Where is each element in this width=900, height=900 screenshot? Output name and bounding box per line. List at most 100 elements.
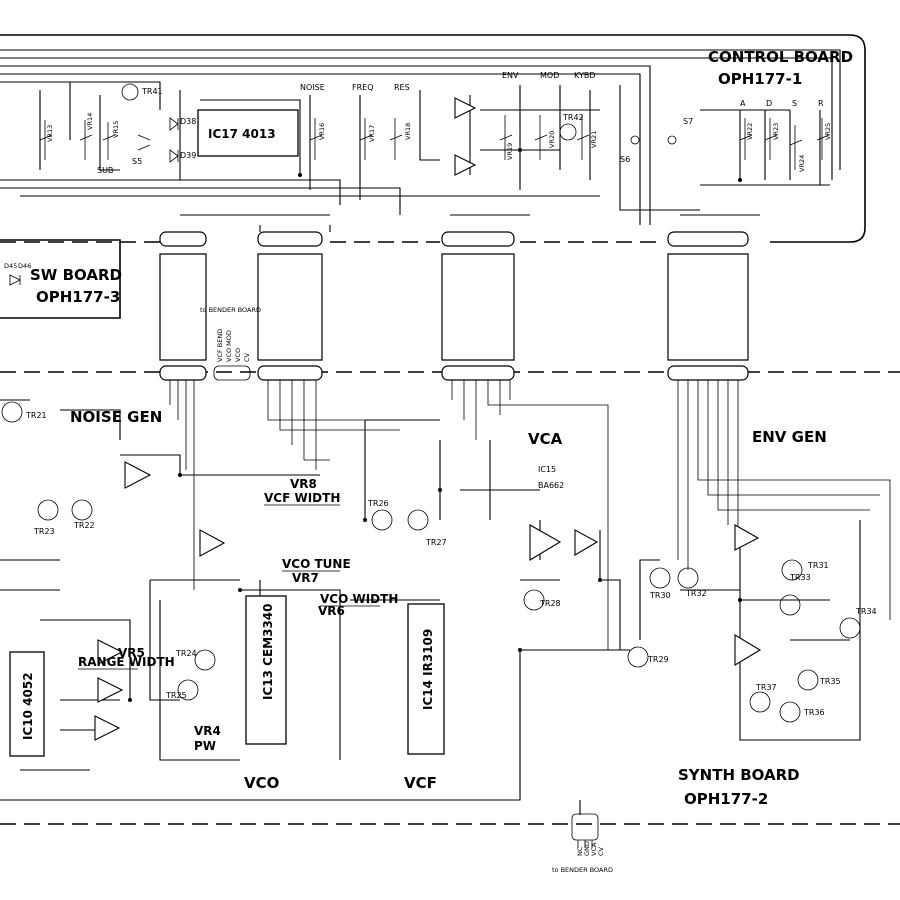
label-res: RES: [394, 83, 410, 92]
label-sustain: S: [792, 99, 797, 108]
junction-dots: [128, 148, 742, 702]
tr34-label: TR34: [855, 607, 877, 616]
bender-bottom-pin-gnd: GND: [583, 841, 591, 856]
label-release: R: [818, 99, 824, 108]
board-outlines: [0, 34, 900, 825]
bender-pin-vcf-bend: VCF BEND: [216, 329, 224, 362]
tr27-label: TR27: [425, 538, 447, 547]
control-opamps: [454, 97, 477, 176]
bender-bottom-pin-vca: VCA: [590, 842, 598, 856]
svg-text:VR20: VR20: [548, 131, 556, 148]
bender-pin-cv: CV: [243, 352, 251, 362]
pw-label: PW: [194, 739, 216, 753]
connector-3: [441, 231, 609, 650]
vr8-label: VR8: [290, 477, 317, 491]
sw-board-title: SW BOARD: [30, 266, 122, 284]
vca-title: VCA: [528, 430, 563, 448]
tr37-label: TR37: [755, 683, 777, 692]
ic15-label: IC15: [538, 465, 556, 474]
tr21-label: TR21: [25, 411, 47, 420]
bender-pin-vco-mod: VCO MOD: [225, 330, 233, 362]
svg-text:VR23: VR23: [772, 123, 780, 140]
bender-bottom-pin-nc: NC: [576, 846, 584, 856]
control-board-code: OPH177-1: [718, 70, 802, 88]
bender-bottom-pin-cv: CV: [597, 846, 605, 856]
tr32-label: TR32: [685, 589, 707, 598]
svg-text:VR13: VR13: [46, 125, 54, 142]
ic10-label: IC10 4052: [21, 672, 35, 740]
ic13-chip: [245, 595, 287, 745]
transistor-symbols: [1, 401, 861, 723]
vcf-width-label: VCF WIDTH: [264, 491, 340, 505]
svg-text:VR19: VR19: [506, 143, 514, 160]
label-kybd: KYBD: [574, 71, 596, 80]
vr5-label: VR5: [118, 646, 145, 660]
svg-text:D46: D46: [18, 262, 31, 270]
svg-text:VR16: VR16: [318, 123, 326, 140]
tr29-label: TR29: [647, 655, 669, 664]
vco-width-label: VCO WIDTH: [320, 592, 398, 606]
range-width-label: RANGE WIDTH: [78, 655, 175, 669]
ic13-label: IC13 CEM3340: [261, 604, 275, 701]
ic14-chip: [407, 603, 445, 755]
control-board-wiring: [0, 49, 841, 232]
svg-text:TR42: TR42: [562, 113, 584, 122]
env-gen-title: ENV GEN: [752, 428, 827, 446]
tr25-label: TR25: [165, 691, 187, 700]
sw-board-code: OPH177-3: [36, 288, 120, 306]
svg-text:VR15: VR15: [112, 121, 120, 138]
svg-text:D45: D45: [4, 262, 17, 270]
tr28-label: TR28: [539, 599, 561, 608]
ic15-block: [529, 524, 599, 561]
svg-text:VR25: VR25: [824, 123, 832, 140]
vr6-label: VR6: [318, 604, 345, 618]
svg-text:VR21: VR21: [590, 131, 598, 148]
svg-text:D38: D38: [180, 117, 196, 126]
bender-pin-vco: VCO: [234, 348, 242, 362]
synth-opamps: [94, 461, 762, 741]
ribbon-cables: [159, 231, 891, 650]
bender-connector-top: to BENDER BOARD VCF BEND VCO MOD VCO CV: [200, 306, 261, 381]
svg-text:VR17: VR17: [368, 125, 376, 142]
svg-text:S7: S7: [683, 117, 693, 126]
label-mod: MOD: [540, 71, 559, 80]
bender-top-title: to BENDER BOARD: [200, 306, 261, 314]
tr30-label: TR30: [649, 591, 671, 600]
ic17-label: IC17 4013: [208, 127, 276, 141]
tr22-label: TR22: [73, 521, 95, 530]
tr33-label: TR33: [789, 573, 811, 582]
noise-gen-title: NOISE GEN: [70, 408, 162, 426]
label-freq: FREQ: [352, 83, 374, 92]
ic17-chip: [197, 109, 299, 157]
tr35-label: TR35: [819, 677, 841, 686]
ic10-chip: [9, 651, 45, 757]
label-attack: A: [740, 99, 746, 108]
tr31-label: TR31: [807, 561, 829, 570]
vco-tune-label: VCO TUNE: [282, 557, 351, 571]
vco-title: VCO: [244, 774, 279, 792]
synth-board-code: OPH177-2: [684, 790, 768, 808]
svg-text:VR24: VR24: [798, 155, 806, 172]
svg-text:S5: S5: [132, 157, 142, 166]
connector-4: [667, 231, 891, 620]
control-parts: TR41 TR42 D38 D39 S5 SUB S6 S7 D45 D46: [4, 83, 693, 286]
synth-board-title: SYNTH BOARD: [678, 766, 800, 784]
svg-text:SUB: SUB: [97, 166, 113, 175]
label-decay: D: [766, 99, 772, 108]
control-board-title: CONTROL BOARD: [708, 48, 853, 66]
trimmer-labels: VR8 VCF WIDTH VCO TUNE VR7 VCO WIDTH VR6…: [78, 477, 398, 753]
bender-connector-bottom: NC GND VCA CV to BENDER BOARD: [552, 813, 613, 874]
tr23-label: TR23: [33, 527, 55, 536]
connector-1: [159, 231, 207, 590]
bender-bottom-title: to BENDER BOARD: [552, 866, 613, 874]
svg-text:VR18: VR18: [404, 123, 412, 140]
tr24-label: TR24: [175, 649, 197, 658]
control-pots: VR13 VR14 VR15 VR16 VR17 VR18 VR19 VR20 …: [39, 113, 832, 172]
ic15-part: BA662: [538, 481, 564, 490]
svg-text:TR41: TR41: [141, 87, 163, 96]
transistor-labels: TR21 TR22 TR23 TR24 TR25 TR26 TR27 TR28 …: [25, 411, 877, 717]
label-env: ENV: [502, 71, 519, 80]
svg-text:VR14: VR14: [86, 113, 94, 130]
vr7-label: VR7: [292, 571, 319, 585]
